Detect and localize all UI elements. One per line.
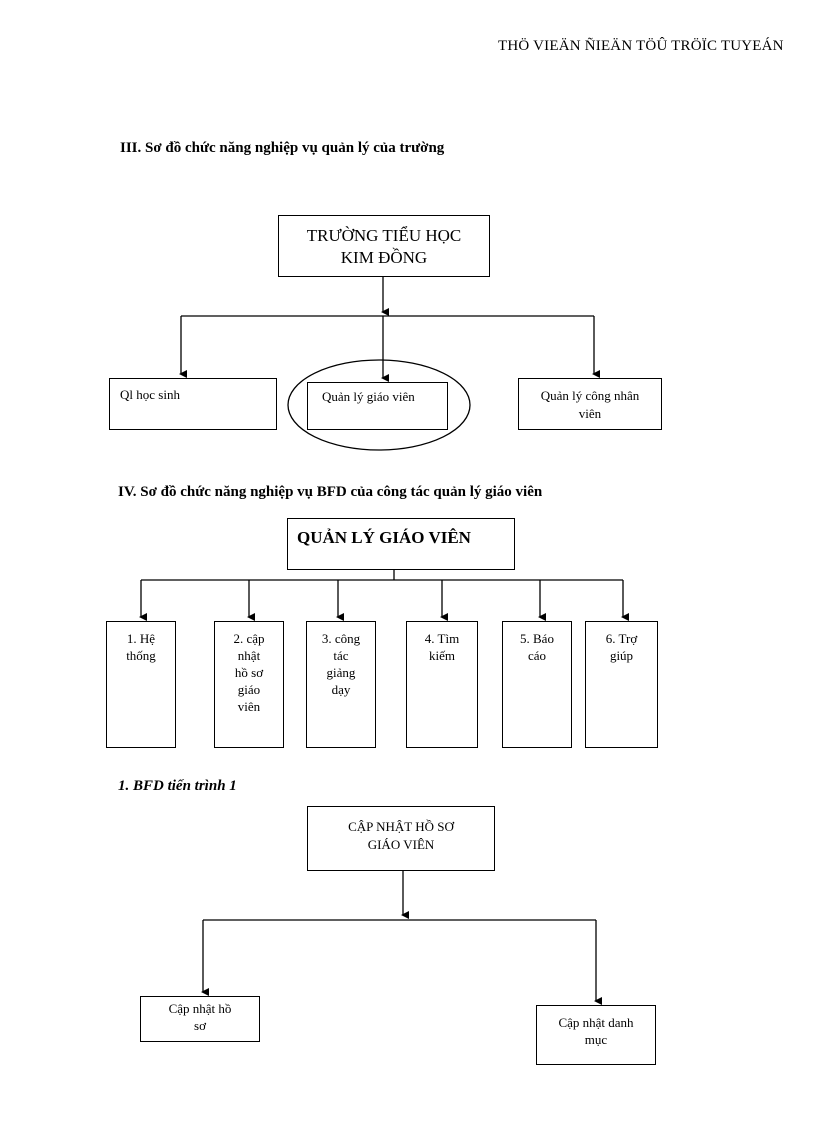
function-label-line: giúp bbox=[609, 648, 634, 663]
label-ql-hoc-sinh: Ql học sinh bbox=[120, 387, 180, 402]
label-quan-ly-giao-vien: Quản lý giáo viên bbox=[322, 389, 415, 404]
label-cong-nhan-vien-line1: Quản lý công nhân bbox=[540, 388, 640, 403]
root-label-line1: TRƯỜNG TIỂU HỌC bbox=[306, 226, 462, 245]
function-label-line: nhật bbox=[237, 648, 261, 663]
root-box-cap-nhat-ho-so bbox=[307, 806, 495, 871]
function-label-line: kiếm bbox=[429, 648, 455, 663]
section-3-heading: III. Sơ đồ chức năng nghiệp vụ quản lý c… bbox=[120, 140, 445, 156]
function-label-line: giảng bbox=[326, 665, 356, 680]
label-cong-nhan-vien-line2: viên bbox=[578, 406, 602, 421]
section-4-heading: IV. Sơ đồ chức năng nghiệp vụ BFD của cô… bbox=[118, 484, 543, 500]
function-label-line: 2. cập bbox=[233, 631, 265, 646]
function-box-bao-cao bbox=[502, 621, 572, 748]
label-cap-nhat-ho-so-line2: sơ bbox=[194, 1018, 206, 1033]
box-cap-nhat-ho-so bbox=[140, 996, 260, 1042]
label-cap-nhat-danh-muc-line2: mục bbox=[584, 1032, 608, 1047]
root-label-quan-ly-giao-vien: QUẢN LÝ GIÁO VIÊN bbox=[297, 528, 471, 547]
section-bfd-1-heading: 1. BFD tiến trình 1 bbox=[118, 778, 237, 794]
function-label-line: 5. Báo bbox=[520, 631, 554, 646]
function-label-line: 3. công bbox=[321, 631, 361, 646]
box-quan-ly-cong-nhan-vien bbox=[518, 378, 662, 430]
function-label-line: 4. Tìm bbox=[424, 631, 460, 646]
label-cap-nhat-danh-muc-line1: Cập nhật danh bbox=[558, 1015, 634, 1030]
page-header: THÖ VIEÄN ÑIEÄN TÖÛ TRÖÏC TUYEÁN bbox=[498, 38, 784, 54]
function-label-line: thống bbox=[126, 648, 156, 663]
function-label-line: dạy bbox=[331, 682, 351, 697]
function-box-cong-tac-giang-day bbox=[306, 621, 376, 748]
function-box-tim-kiem bbox=[406, 621, 478, 748]
function-label-line: 6. Trợ bbox=[605, 631, 638, 646]
box-cap-nhat-danh-muc bbox=[536, 1005, 656, 1065]
function-label-line: tác bbox=[333, 648, 349, 663]
function-label-line: viên bbox=[237, 699, 261, 714]
root-label-line2: KIM ĐỒNG bbox=[340, 248, 428, 267]
function-box-he-thong bbox=[106, 621, 176, 748]
function-box-cap-nhat-ho-so bbox=[214, 621, 284, 748]
function-label-line: cáo bbox=[527, 648, 547, 663]
label-cap-nhat-ho-so-line1: Cập nhật hồ bbox=[168, 1001, 232, 1016]
root-box-truong bbox=[278, 215, 490, 277]
function-label-line: giáo bbox=[237, 682, 261, 697]
highlight-ellipse bbox=[287, 359, 471, 451]
function-box-tro-giup bbox=[585, 621, 658, 748]
box-quan-ly-giao-vien bbox=[307, 382, 448, 430]
root-label-cap-nhat-line1: CẬP NHẬT HỒ SƠ bbox=[348, 819, 454, 834]
root-box-quan-ly-giao-vien bbox=[287, 518, 515, 570]
function-label-line: 1. Hệ bbox=[126, 631, 156, 646]
root-label-cap-nhat-line2: GIÁO VIÊN bbox=[367, 837, 435, 852]
function-label-line: hồ sơ bbox=[234, 665, 264, 680]
box-ql-hoc-sinh bbox=[109, 378, 277, 430]
